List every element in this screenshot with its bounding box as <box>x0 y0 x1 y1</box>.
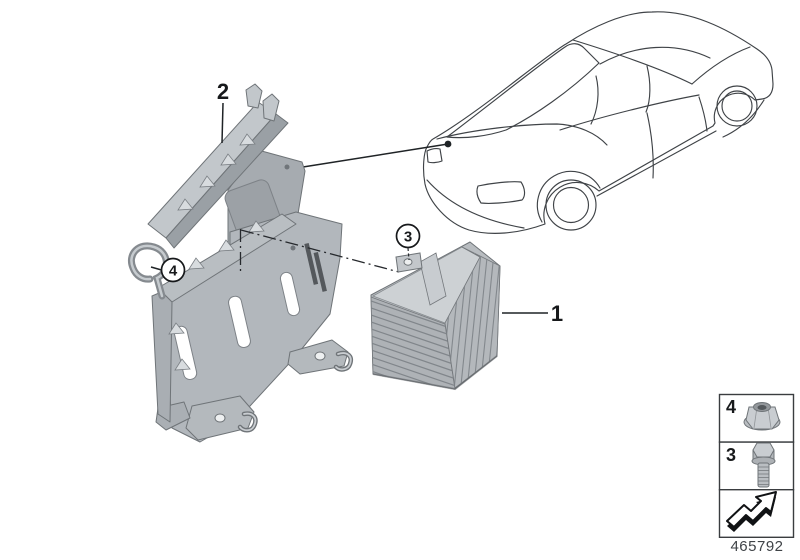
callout-2[interactable]: 2 <box>217 79 229 144</box>
callout-4-leader <box>150 266 162 271</box>
bracket-dimple <box>239 133 256 146</box>
car-bumper-crease <box>426 179 525 229</box>
callout-3-label: 3 <box>404 229 412 246</box>
bracket-dark-slot <box>313 251 327 292</box>
car-rear-window <box>446 43 600 139</box>
bracket-dimple <box>220 153 237 166</box>
car-rear-wheel <box>545 179 597 231</box>
bracket-left-flange <box>151 289 173 423</box>
flange-nut-icon <box>743 402 781 431</box>
car-front-rim <box>721 90 753 122</box>
bracket-dimple <box>199 175 216 188</box>
hex-bolt-icon <box>751 442 776 488</box>
amplifier-strap <box>419 252 447 306</box>
direction-arrow-icon <box>726 491 777 532</box>
car-roof-rail <box>572 39 693 85</box>
bracket-hole <box>284 164 290 170</box>
car-illustration <box>422 11 774 234</box>
callout-4[interactable]: 4 <box>150 257 186 283</box>
legend-row-bolt[interactable]: 3 <box>718 441 795 491</box>
bracket-hole <box>290 245 296 251</box>
bracket-foot-hole <box>314 351 326 361</box>
assembly-lines <box>239 229 400 273</box>
amplifier-tab-hole <box>403 258 413 266</box>
bracket-foot-hole <box>214 413 226 423</box>
car-roof-seam <box>599 46 711 65</box>
callout-1-label: 1 <box>551 301 563 326</box>
amplifier-bottom-shade <box>372 355 498 391</box>
bracket-prong <box>262 93 280 122</box>
car-rear-rim <box>552 186 590 224</box>
bracket-top-rail-side <box>165 113 289 249</box>
car-c-pillar <box>590 75 599 125</box>
bracket-dimple <box>218 239 235 252</box>
car-taillight-left <box>426 148 443 164</box>
callout-2-leader <box>221 102 224 144</box>
amplifier-part[interactable] <box>370 238 515 400</box>
car-body-outline <box>422 11 774 234</box>
car-beltline <box>559 94 700 131</box>
leader-line-to-car <box>302 143 449 168</box>
legend-bolt-label: 3 <box>726 445 736 465</box>
callout-1[interactable]: 1 <box>502 301 563 326</box>
bracket-part[interactable] <box>128 83 353 443</box>
location-leader <box>302 140 452 168</box>
bracket-slot <box>228 295 251 348</box>
bracket-prong <box>245 83 263 109</box>
bracket-dark-slot <box>304 242 319 285</box>
car-rear-arch-lip <box>536 170 601 223</box>
bracket-dimple <box>188 257 205 270</box>
bracket-dimple <box>248 220 265 233</box>
callout-4-label: 4 <box>169 263 178 280</box>
car-taillight-right <box>476 181 526 204</box>
bracket-dimple <box>177 198 194 211</box>
car-door-seam <box>646 112 654 179</box>
legend-row-nut[interactable]: 4 <box>718 393 795 443</box>
part-number: 465792 <box>730 538 783 555</box>
bracket-slot <box>173 325 198 380</box>
car-front-door-seam <box>698 96 708 132</box>
legend-nut-label: 4 <box>726 397 736 417</box>
callout-2-label: 2 <box>217 79 229 104</box>
car-front-apron <box>722 99 765 138</box>
bracket-slot <box>279 271 301 317</box>
leader-dot <box>444 140 452 148</box>
car-trunk-seam <box>436 123 608 146</box>
legend: 4 3 <box>718 393 795 555</box>
bracket-hook-highlight <box>335 352 352 371</box>
bracket-dimple <box>168 322 185 335</box>
car-sill-line <box>596 130 717 197</box>
assembly-line-diagonal <box>240 229 400 273</box>
callout-3[interactable]: 3 <box>395 223 421 261</box>
callout-3-balloon <box>395 223 421 249</box>
car-a-pillar <box>691 46 751 85</box>
legend-row-direction[interactable] <box>718 489 795 539</box>
callout-3-leader <box>407 247 410 261</box>
bracket-dimple <box>174 358 191 371</box>
car-b-pillar <box>645 65 651 113</box>
bracket-hook-highlight <box>239 412 257 432</box>
car-front-wheel <box>716 85 758 127</box>
